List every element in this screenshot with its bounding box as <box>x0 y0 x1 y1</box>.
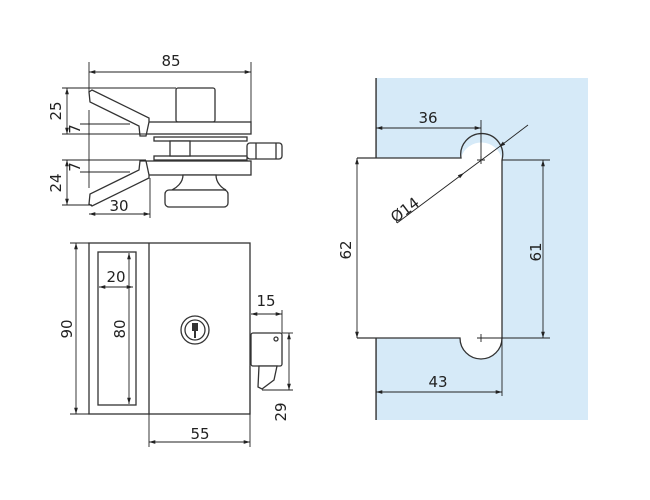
dim-61: 61 <box>527 242 545 261</box>
middle-bar-top <box>153 136 248 142</box>
dim-55: 55 <box>190 425 209 443</box>
side-latch <box>246 142 283 160</box>
dim-30: 30 <box>109 197 128 215</box>
dim-85: 85 <box>161 52 180 70</box>
middle-bar-bottom <box>153 155 248 161</box>
post <box>169 140 191 157</box>
lower-knob <box>164 189 229 208</box>
dim-62: 62 <box>337 240 355 259</box>
dim-36: 36 <box>418 109 437 127</box>
front-view: 90 20 80 55 15 29 <box>58 242 293 447</box>
upper-knob <box>175 87 216 123</box>
dim-20: 20 <box>106 268 125 286</box>
dim-90: 90 <box>58 319 76 338</box>
dim-7-lower: 7 <box>66 162 84 172</box>
dim-25: 25 <box>47 101 65 120</box>
top-view: 85 25 7 7 24 30 <box>47 52 283 218</box>
dim-29: 29 <box>272 402 290 421</box>
dim-80: 80 <box>111 319 129 338</box>
upper-wing <box>88 89 150 137</box>
dim-43: 43 <box>428 373 447 391</box>
dim-7-upper: 7 <box>66 124 84 134</box>
latch-hook <box>257 365 278 390</box>
lower-wing <box>88 160 150 207</box>
dim-15: 15 <box>256 292 275 310</box>
upper-plate <box>145 121 252 135</box>
lower-knob-base <box>171 174 227 191</box>
keyhole-icon <box>192 323 198 331</box>
lower-plate <box>145 160 252 176</box>
dim-24: 24 <box>47 173 65 192</box>
glass-cutout-view: 36 43 62 61 Ø14 <box>337 78 588 420</box>
